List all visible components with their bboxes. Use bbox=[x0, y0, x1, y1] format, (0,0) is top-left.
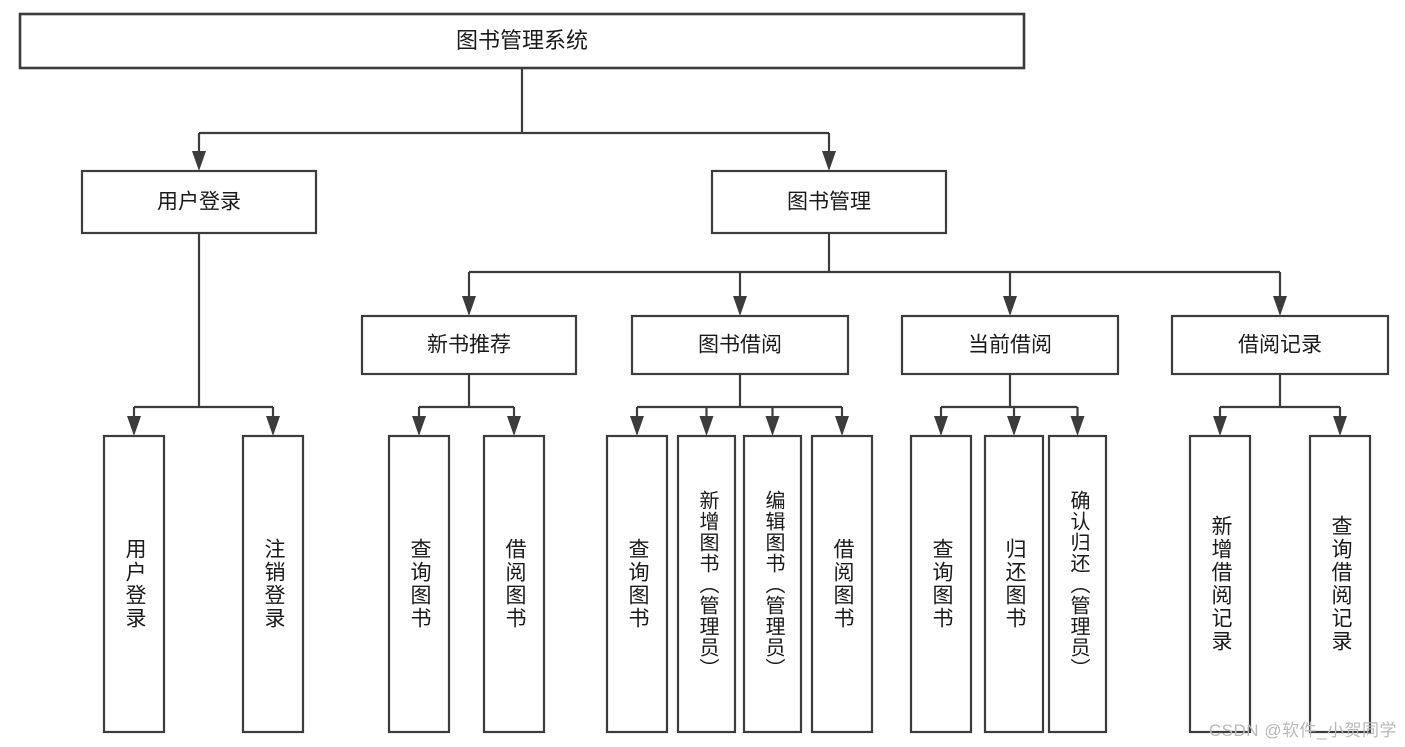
node-box-leaf-9[interactable] bbox=[983, 434, 1045, 734]
node-box-level3-1[interactable] bbox=[630, 314, 850, 376]
watermark-text: CSDN @软件_小贺同学 bbox=[1208, 721, 1397, 740]
arrow-head-icon bbox=[765, 416, 780, 436]
node-box-leaf-11[interactable] bbox=[1188, 434, 1252, 734]
arrow-head-icon bbox=[934, 416, 948, 436]
node-label-level3-1: 图书借阅 bbox=[698, 334, 782, 357]
arrow-head-icon bbox=[1273, 296, 1287, 316]
node-box-leaf-12[interactable] bbox=[1308, 434, 1372, 734]
node-label-level2-1: 图书管理 bbox=[787, 191, 871, 214]
arrow-head-icon bbox=[1003, 296, 1017, 316]
arrow-head-icon bbox=[1070, 416, 1085, 436]
arrow-head-icon bbox=[733, 296, 747, 316]
node-label-level3-2: 当前借阅 bbox=[968, 334, 1052, 357]
arrow-head-icon bbox=[127, 416, 141, 436]
arrow-head-icon bbox=[699, 416, 714, 436]
node-box-level2-1[interactable] bbox=[710, 169, 948, 235]
arrow-head-icon bbox=[507, 416, 521, 436]
arrow-head-icon bbox=[630, 416, 644, 436]
arrow-head-icon bbox=[1333, 416, 1347, 436]
node-label-root: 图书管理系统 bbox=[456, 28, 588, 53]
arrow-head-icon bbox=[1213, 416, 1227, 436]
node-box-leaf-2[interactable] bbox=[387, 434, 451, 734]
node-label-level3-0: 新书推荐 bbox=[427, 334, 511, 357]
arrow-head-icon bbox=[835, 416, 849, 436]
arrow-head-icon bbox=[1007, 416, 1021, 436]
node-box-leaf-4[interactable] bbox=[605, 434, 669, 734]
node-box-leaf-7[interactable] bbox=[810, 434, 874, 734]
node-box-leaf-8[interactable] bbox=[909, 434, 973, 734]
node-label-level3-3: 借阅记录 bbox=[1238, 334, 1322, 357]
arrow-head-icon bbox=[462, 296, 476, 316]
arrow-head-icon bbox=[266, 416, 280, 436]
node-box-leaf-0[interactable] bbox=[102, 434, 166, 734]
node-box-leaf-3[interactable] bbox=[482, 434, 546, 734]
node-box-leaf-5[interactable] bbox=[676, 434, 737, 734]
arrow-head-icon bbox=[412, 416, 426, 436]
arrow-head-icon bbox=[822, 151, 836, 171]
node-box-leaf-6[interactable] bbox=[742, 434, 803, 734]
connector-layer bbox=[127, 68, 1347, 436]
node-box-leaf-10[interactable] bbox=[1047, 434, 1108, 734]
node-label-level2-0: 用户登录 bbox=[157, 191, 241, 214]
node-box-root[interactable] bbox=[18, 12, 1026, 70]
node-box-level3-2[interactable] bbox=[900, 314, 1120, 376]
node-box-level3-0[interactable] bbox=[360, 314, 578, 376]
node-box-leaf-1[interactable] bbox=[241, 434, 305, 734]
arrow-head-icon bbox=[192, 151, 206, 171]
node-box-level3-3[interactable] bbox=[1170, 314, 1390, 376]
node-box-level2-0[interactable] bbox=[80, 169, 318, 235]
